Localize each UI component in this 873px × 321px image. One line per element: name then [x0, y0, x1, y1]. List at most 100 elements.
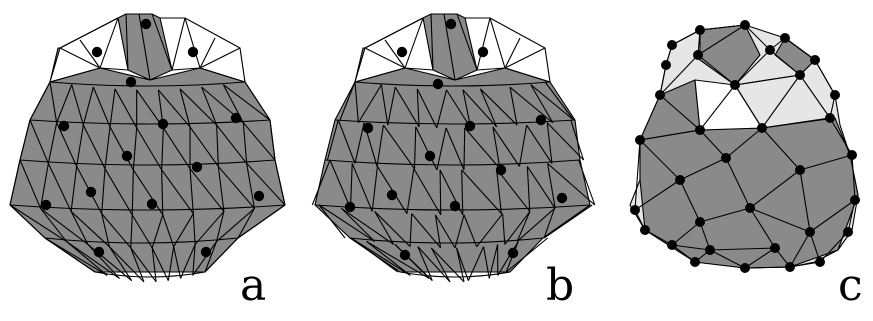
mesh-edge: [734, 84, 763, 129]
mesh-edge: [180, 244, 196, 279]
mesh-edge: [639, 129, 701, 141]
mesh-edge: [394, 244, 433, 282]
mesh-edge: [734, 74, 801, 86]
mesh-node: [157, 118, 169, 130]
mesh-edge: [192, 241, 218, 276]
mesh-panel-c: [629, 20, 860, 273]
mesh-edge: [430, 247, 465, 283]
mesh-edge: [382, 124, 415, 169]
mesh-edge: [454, 214, 465, 248]
mesh-edge: [341, 208, 375, 242]
mesh-edge: [151, 214, 164, 249]
mesh-node: [780, 33, 790, 43]
mesh-edge: [189, 126, 219, 167]
mesh-edge: [789, 261, 821, 268]
mesh-node: [825, 113, 835, 123]
mesh-node: [795, 70, 805, 80]
mesh-node: [695, 25, 705, 35]
mesh-edge: [406, 168, 415, 214]
mesh-edge: [644, 229, 673, 246]
mesh-edge: [749, 169, 801, 209]
mesh-edge: [709, 249, 746, 269]
mesh-edge: [725, 127, 763, 159]
mesh-node: [396, 46, 408, 58]
mesh-edge: [496, 168, 531, 212]
mesh-edge: [699, 129, 727, 159]
mesh-edge: [415, 126, 438, 171]
mesh-edge: [354, 81, 359, 123]
mesh-edge: [108, 246, 145, 283]
mesh-edge: [199, 37, 216, 69]
mesh-edge: [504, 37, 521, 69]
mesh-edge: [161, 169, 194, 214]
mesh-edge: [217, 166, 255, 209]
mesh-edge: [189, 168, 194, 214]
mesh-edge: [744, 24, 771, 51]
mesh-edge: [161, 169, 164, 215]
mesh-edge: [497, 241, 519, 276]
mesh-edge: [659, 54, 699, 96]
mesh-edge: [799, 154, 853, 171]
mesh-edge: [734, 49, 771, 86]
mesh-node: [121, 150, 133, 162]
mesh-edge: [505, 237, 548, 273]
mesh-edge: [436, 127, 447, 170]
mesh-edge: [151, 247, 157, 282]
mesh-edge: [799, 169, 811, 233]
mesh-edge: [246, 163, 286, 206]
mesh-node: [445, 18, 457, 30]
mesh-edge: [697, 54, 736, 86]
mesh-node: [655, 90, 665, 100]
mesh-edge: [417, 246, 451, 283]
mesh-node: [745, 203, 755, 213]
mesh-edge: [530, 84, 554, 124]
mesh-node: [740, 263, 750, 273]
mesh-edge: [394, 86, 420, 128]
mesh-edge: [339, 81, 356, 121]
mesh-node: [830, 90, 840, 100]
mesh-edge: [578, 159, 596, 206]
mesh-edge: [223, 84, 271, 121]
mesh-edge: [769, 49, 801, 76]
mesh-node: [805, 227, 815, 237]
mesh-edge: [364, 47, 406, 69]
mesh-edge: [192, 244, 196, 276]
mesh-edge: [456, 247, 469, 281]
mesh-edge: [659, 94, 701, 131]
mesh-edge: [76, 125, 84, 167]
mesh-node: [850, 195, 860, 205]
mesh-edge: [476, 67, 506, 71]
mesh-node: [757, 123, 767, 133]
mesh-edge: [59, 47, 101, 69]
mesh-edge: [70, 211, 89, 245]
mesh-edge: [108, 246, 133, 281]
mesh-edge: [851, 154, 856, 201]
mesh-edge: [337, 119, 356, 164]
mesh-edge: [59, 17, 119, 49]
mesh-edge: [40, 207, 89, 245]
mesh-edge: [467, 246, 485, 281]
mesh-edge: [87, 244, 120, 279]
mesh-edge: [404, 17, 424, 69]
mesh-edge: [416, 88, 420, 127]
mesh-node: [740, 20, 750, 30]
mesh-node: [125, 76, 137, 88]
mesh-edge: [659, 64, 667, 96]
mesh-edge: [318, 204, 375, 242]
mesh-edge: [29, 119, 49, 164]
mesh-edge: [476, 213, 504, 247]
mesh-edge: [79, 39, 101, 69]
mesh-edge: [357, 84, 382, 124]
mesh-edge: [66, 240, 120, 279]
mesh-node: [362, 122, 374, 134]
mesh-edge: [82, 124, 106, 169]
mesh-edge: [374, 211, 411, 248]
mesh-node: [477, 46, 489, 58]
mesh-edge: [371, 166, 378, 212]
mesh-edge: [201, 86, 218, 126]
mesh-edge: [504, 47, 546, 69]
mesh-node: [843, 227, 853, 237]
mesh-node: [344, 201, 356, 213]
mesh-edge: [179, 88, 218, 126]
mesh-edge: [101, 213, 132, 249]
